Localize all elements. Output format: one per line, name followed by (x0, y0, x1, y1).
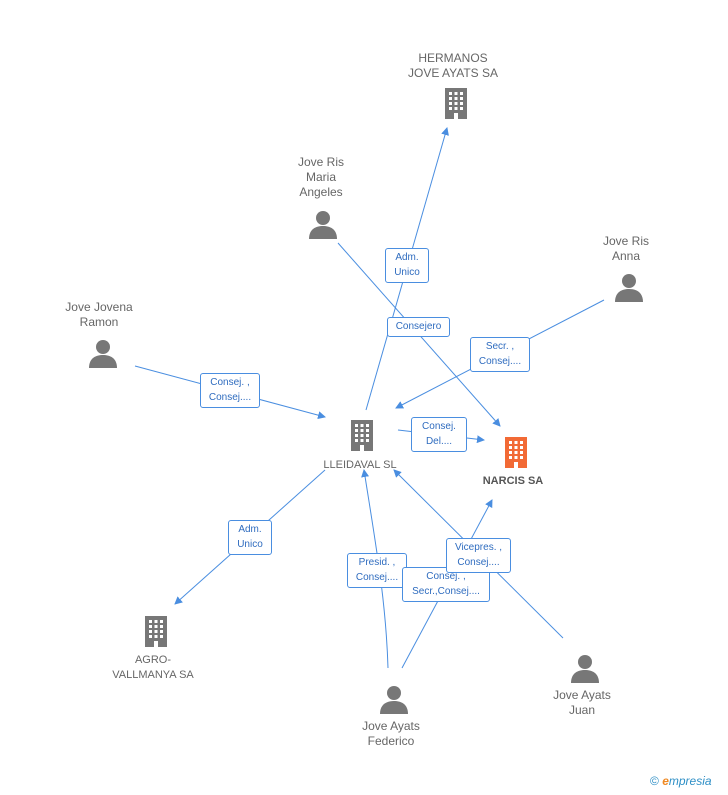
edge-label-consej-consej[interactable]: Consej. , Consej.... (200, 373, 260, 408)
edge-label-presid-consej[interactable]: Presid. , Consej.... (347, 553, 407, 588)
node-label-lleidaval[interactable]: LLEIDAVAL SL (323, 459, 397, 471)
edge-label-secr-consej[interactable]: Secr. , Consej.... (470, 337, 530, 372)
brand-name: mpresia (668, 774, 712, 788)
node-label-jove-ayats-federico[interactable]: Jove Ayats Federico (362, 719, 420, 748)
node-label-hermanos[interactable]: HERMANOS JOVE AYATS SA (407, 51, 499, 80)
building-icon-highlight[interactable] (500, 435, 532, 469)
edge-label-consejero[interactable]: Consejero (387, 317, 450, 337)
edge-label-vicepres-consej[interactable]: Vicepres. , Consej.... (446, 538, 511, 573)
brand-e: e (662, 774, 669, 788)
person-icon[interactable] (569, 653, 601, 685)
node-label-agro[interactable]: AGRO- VALLMANYA SA (112, 654, 194, 681)
person-icon[interactable] (87, 338, 119, 370)
node-label-jove-ris-anna[interactable]: Jove Ris Anna (602, 234, 649, 263)
edge-label-consej-del[interactable]: Consej. Del.... (411, 417, 467, 452)
person-icon[interactable] (378, 684, 410, 716)
node-label-jove-ayats-juan[interactable]: Jove Ayats Juan (553, 688, 611, 717)
building-icon[interactable] (140, 614, 172, 648)
node-label-jove-jovena[interactable]: Jove Jovena Ramon (65, 300, 133, 329)
building-icon[interactable] (440, 86, 472, 120)
brand-logo: © empresia (650, 774, 712, 788)
node-label-narcis[interactable]: NARCIS SA (482, 475, 544, 487)
copyright-icon: © (650, 774, 659, 788)
edge-label-adm-unico[interactable]: Adm. Unico (385, 248, 429, 283)
edge-label-adm-unico-agro[interactable]: Adm. Unico (228, 520, 272, 555)
person-icon[interactable] (613, 272, 645, 304)
node-label-jove-ris-maria[interactable]: Jove Ris Maria Angeles (297, 155, 344, 199)
person-icon[interactable] (307, 209, 339, 241)
building-icon[interactable] (346, 418, 378, 452)
